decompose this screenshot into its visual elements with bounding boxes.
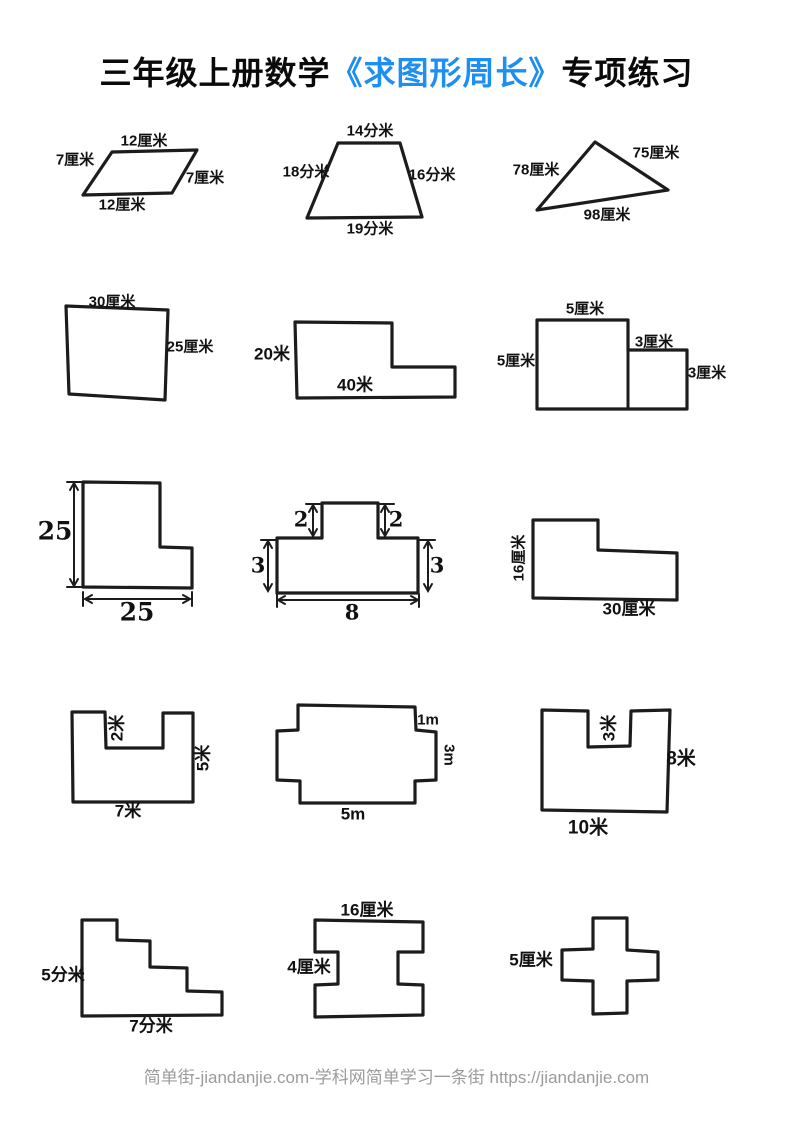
trapezoid-bottom-label: 19分米	[346, 220, 394, 238]
two-squares-small-top-label: 3厘米	[634, 333, 674, 351]
i-beam-top-label: 16厘米	[340, 900, 394, 920]
shape-staircase	[80, 918, 224, 1018]
two-squares-small-right-label: 3厘米	[687, 364, 727, 382]
shape-l-shape	[531, 518, 679, 602]
t-block-side-right-label: 3	[429, 552, 445, 578]
t-block-side-left-label: 3	[250, 552, 266, 578]
shape-i-beam	[313, 918, 425, 1019]
t-block-base-label: 8	[344, 599, 360, 625]
parallelogram-top-label: 12厘米	[120, 132, 168, 150]
u-shape-large-right-label: 8米	[666, 748, 696, 770]
t-block-notch-left-label: 2	[293, 506, 309, 532]
shape-plus	[560, 916, 660, 1016]
l-block-height-label: 25	[37, 516, 73, 546]
shape-step-rectangle	[293, 320, 457, 400]
trapezoid-right-label: 16分米	[408, 166, 456, 184]
shape-trapezoid	[305, 141, 424, 220]
shape-u-shape-large	[540, 708, 672, 814]
l-block-width-label: 25	[119, 597, 155, 627]
cross-horizontal-right-label: 3m	[440, 744, 458, 766]
footer-watermark: 简单街-jiandanjie.com-学科网简单学习一条街 https://ji…	[143, 1068, 650, 1087]
trapezoid-left-label: 18分米	[282, 163, 330, 181]
staircase-bottom-label: 7分米	[129, 1016, 173, 1036]
parallelogram-bottom-label: 12厘米	[98, 196, 146, 214]
shape-t-block	[260, 501, 436, 608]
l-shape-bottom-label: 30厘米	[602, 599, 656, 619]
trapezoid-top-label: 14分米	[346, 122, 394, 140]
shape-u-shape-small	[70, 710, 195, 804]
shape-cross-horizontal	[275, 703, 438, 805]
triangle-left-label: 78厘米	[512, 161, 560, 179]
page-title: 三年级上册数学《求图形周长》专项练习	[0, 48, 793, 94]
title-prefix: 三年级上册数学	[99, 55, 331, 91]
t-block-notch-right-label: 2	[388, 506, 404, 532]
cross-horizontal-bottom-label: 5m	[340, 804, 366, 824]
plus-left-label: 5厘米	[509, 950, 553, 970]
shape-parallelogram	[81, 148, 199, 197]
u-shape-small-right-label: 5米	[193, 744, 213, 772]
triangle-bottom-label: 98厘米	[583, 206, 631, 224]
i-beam-left-label: 4厘米	[287, 957, 331, 977]
staircase-left-label: 5分米	[41, 965, 85, 985]
u-shape-large-notch-label: 3米	[599, 714, 619, 742]
u-shape-small-bottom-label: 7米	[114, 801, 142, 821]
shape-two-squares	[535, 318, 689, 411]
cross-horizontal-tab-label: 1m	[417, 711, 439, 729]
parallelogram-right-label: 7厘米	[185, 169, 225, 187]
shape-rectangle	[64, 304, 170, 402]
step-rectangle-bottom-label: 40米	[337, 375, 373, 395]
u-shape-large-bottom-label: 10米	[567, 817, 609, 839]
two-squares-big-top-label: 5厘米	[565, 300, 605, 318]
triangle-right-label: 75厘米	[632, 144, 680, 162]
rectangle-right-label: 25厘米	[166, 338, 214, 356]
title-highlight: 《求图形周长》	[330, 55, 562, 91]
l-shape-left-label: 16厘米	[510, 534, 528, 582]
two-squares-big-left-label: 5厘米	[496, 352, 536, 370]
step-rectangle-left-label: 20米	[254, 344, 290, 364]
parallelogram-left-label: 7厘米	[55, 151, 95, 169]
title-suffix: 专项练习	[561, 55, 694, 91]
u-shape-small-notch-label: 2米	[107, 714, 127, 742]
rectangle-top-label: 30厘米	[88, 293, 136, 311]
shape-triangle	[535, 140, 670, 212]
shape-l-block	[66, 480, 194, 607]
